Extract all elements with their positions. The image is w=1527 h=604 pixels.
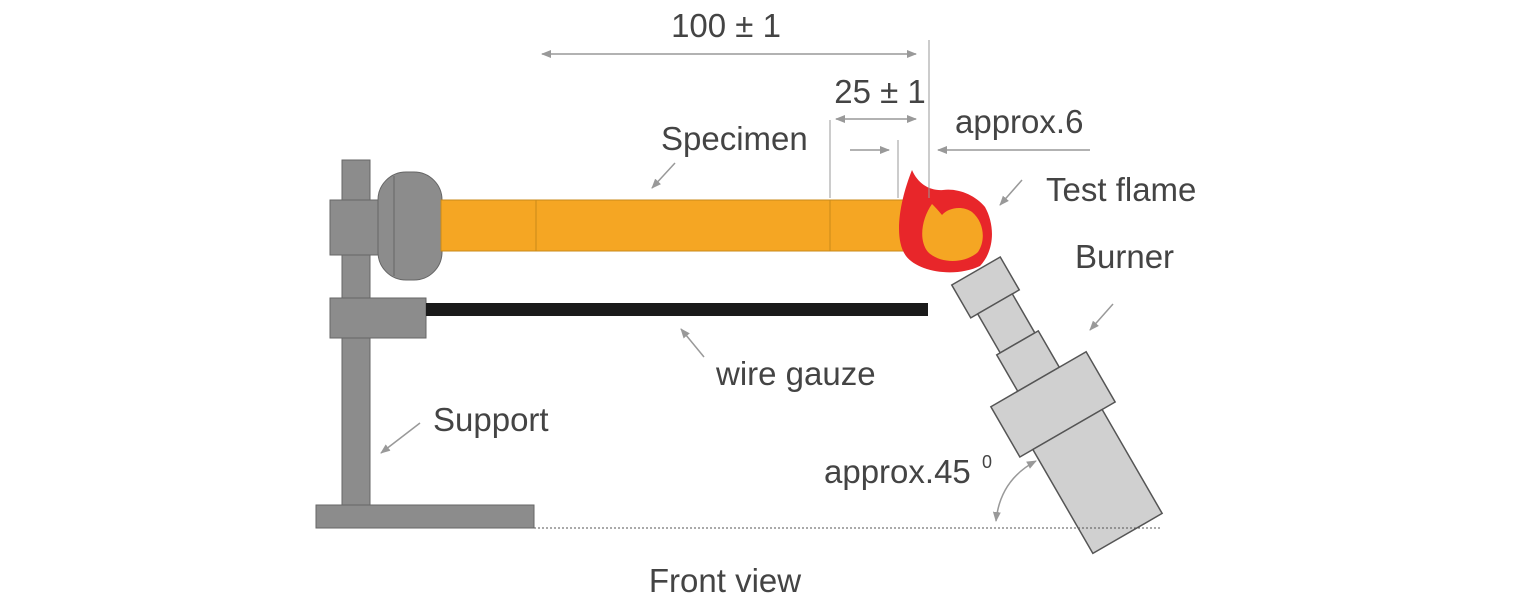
dimensions <box>541 40 1090 198</box>
wire-gauze <box>426 303 928 316</box>
clamp-knob <box>377 171 443 281</box>
dimension-25-label: 25 ± 1 <box>834 73 926 110</box>
support-base <box>315 504 535 529</box>
gauze-clamp <box>329 297 427 339</box>
leader-arrows <box>380 162 1114 454</box>
dimension-100-label: 100 ± 1 <box>671 7 781 44</box>
angle-label: approx.45 <box>824 453 971 490</box>
burner-label: Burner <box>1075 238 1174 275</box>
support-label: Support <box>433 401 549 438</box>
test-flame <box>899 170 992 273</box>
wire-gauze-label: wire gauze <box>715 355 876 392</box>
burner-body <box>1031 408 1164 555</box>
angle-degree-label: 0 <box>982 452 992 472</box>
flame-inner <box>922 204 983 261</box>
support-stand <box>315 159 535 529</box>
specimen-bar <box>440 199 914 252</box>
angle-arc <box>992 460 1037 522</box>
burner <box>950 255 1164 555</box>
test-flame-label: Test flame <box>1046 171 1196 208</box>
specimen-label: Specimen <box>661 120 808 157</box>
clamp-block <box>329 199 381 256</box>
dimension-6-label: approx.6 <box>955 103 1083 140</box>
view-caption: Front view <box>649 562 801 599</box>
